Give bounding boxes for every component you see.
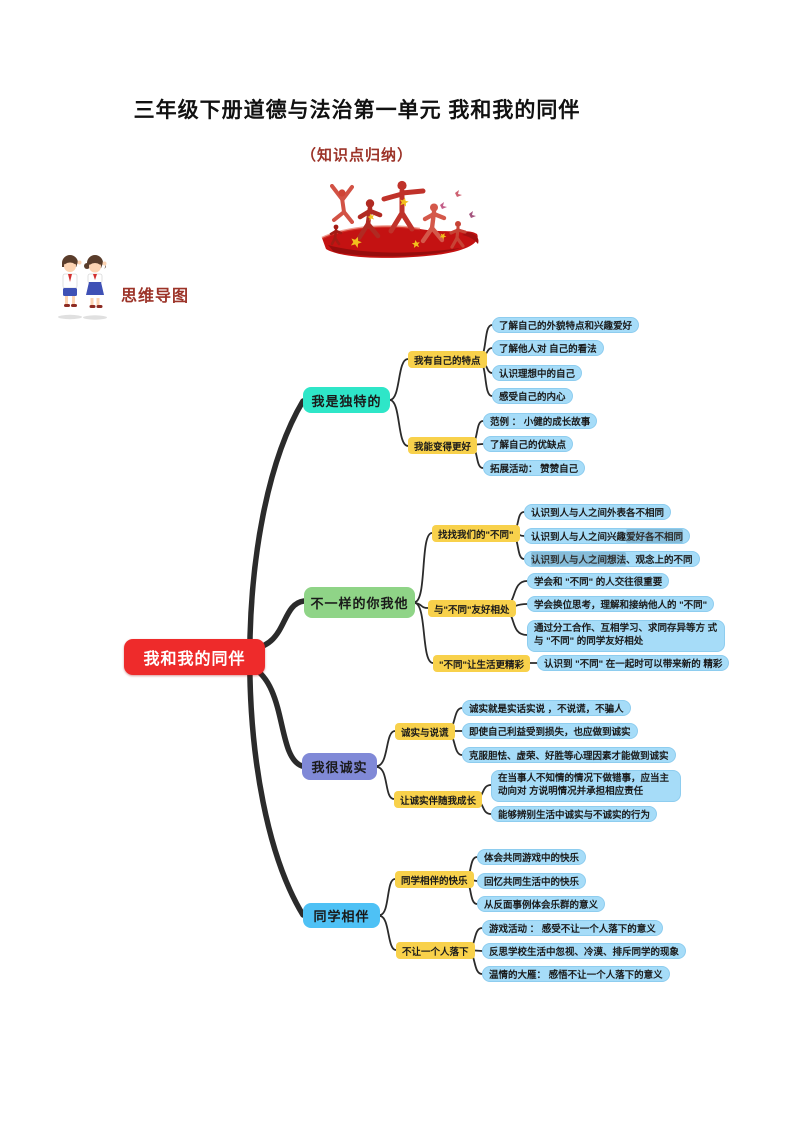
leaf-node: 克服胆怯、虚荣、好胜等心理因素才能做到诚实 — [462, 747, 676, 763]
leaf-node: 从反面事例体会乐群的意义 — [477, 896, 606, 912]
star-icon — [350, 197, 447, 249]
topic-node: 诚实与说谎 — [395, 723, 455, 740]
leaf-node: 游戏活动 ： 感受不让一个人落下的意义 — [482, 920, 663, 936]
selected-text: 认识到人与人之间想法 — [531, 552, 627, 566]
leaf-node: 回忆共同生活中的快乐 — [477, 873, 587, 889]
child-silhouette — [449, 226, 467, 249]
leaf-node: 学会和 "不同" 的人交往很重要 — [527, 573, 670, 589]
leaf-node: 认识到 "不同" 在一起时可以带来新的 精彩 — [537, 655, 730, 671]
leaf-node: 拓展活动： 赞赞自己 — [483, 460, 586, 476]
branch-node-unique: 我是独特的 — [303, 387, 390, 413]
topic-node: 同学相伴的快乐 — [395, 871, 474, 888]
leaf-node: 了解自己的外貌特点和兴趣爱好 — [492, 317, 640, 333]
selected-text: 爱好各不相同 — [626, 529, 684, 543]
leaf-node: 认识到人与人之间外表各不相同 — [524, 504, 672, 520]
leaf-node: 在当事人不知情的情况下做错事，应当主动向对 方说明情况并承担相应责任 — [491, 770, 681, 802]
section-label: 思维导图 — [121, 288, 190, 305]
page-title: 三年级下册道德与法治第一单元 我和我的同伴 — [133, 99, 581, 122]
leaf-node: 范例 ： 小健的成长故事 — [483, 413, 598, 429]
leaf-node: 通过分工合作、互相学习、求同存异等方 式与 "不同" 的同学友好相处 — [527, 620, 725, 652]
girl-figure — [84, 255, 107, 308]
topic-node: 不让一个人落下 — [396, 942, 475, 959]
leaf-node: 温情的大雁： 感悟不让一个人落下的意义 — [482, 966, 670, 982]
branch-node-classmates: 同学相伴 — [303, 903, 380, 928]
hero-runners-image — [321, 180, 479, 258]
leaf-node: 即使自己利益受到损失，也应做到诚实 — [462, 723, 638, 739]
leaf-node: 学会换位思考，理解和接纳他人的 "不同" — [527, 596, 715, 612]
butterfly-accents — [440, 190, 476, 218]
topic-node: "不同"让生活更精彩 — [433, 655, 531, 672]
leaf-node-with-selection: 认识到人与人之间兴趣爱好各不相同 — [524, 528, 691, 544]
topic-node: 与"不同"友好相处 — [428, 600, 516, 617]
jumper-silhouette — [330, 184, 354, 224]
leaf-node: 感受自己的内心 — [492, 388, 573, 404]
leaf-node: 反思学校生活中忽视、冷漠、排斥同学的现象 — [482, 943, 687, 959]
leaf-node: 体会共同游戏中的快乐 — [477, 849, 587, 865]
tiny-figure-silhouette — [329, 228, 343, 246]
leaf-node: 了解自己的优缺点 — [483, 436, 574, 452]
branch-node-honest: 我很诚实 — [302, 753, 377, 780]
students-illustration — [58, 255, 107, 320]
leaf-text: 、观念上的不同 — [626, 555, 693, 566]
branch-node-different: 不一样的你我他 — [304, 587, 415, 618]
page-subtitle: （知识点归纳） — [300, 147, 413, 164]
leaf-node-with-selection: 认识到人与人之间想法 、观念上的不同 — [524, 551, 700, 567]
boy-figure — [62, 255, 82, 307]
runner-silhouette — [356, 205, 383, 241]
runner-silhouette — [420, 209, 447, 244]
topic-node: 我能变得更好 — [408, 437, 478, 454]
topic-node: 让诚实伴随我成长 — [394, 791, 483, 808]
topic-node: 我有自己的特点 — [408, 351, 487, 368]
leaf-node: 了解他人对 自己的看法 — [492, 340, 604, 356]
leaf-node: 诚实就是实话实说 ，不说谎，不骗人 — [462, 700, 631, 716]
leaf-node: 认识理想中的自己 — [492, 365, 583, 381]
topic-node: 找找我们的"不同" — [432, 525, 520, 542]
leaf-node: 能够辨别生活中诚实与不诚实的行为 — [491, 806, 658, 822]
leaf-text: 认识到人与人之间兴趣 — [531, 532, 627, 543]
mindmap-root-node: 我和我的同伴 — [124, 639, 265, 675]
